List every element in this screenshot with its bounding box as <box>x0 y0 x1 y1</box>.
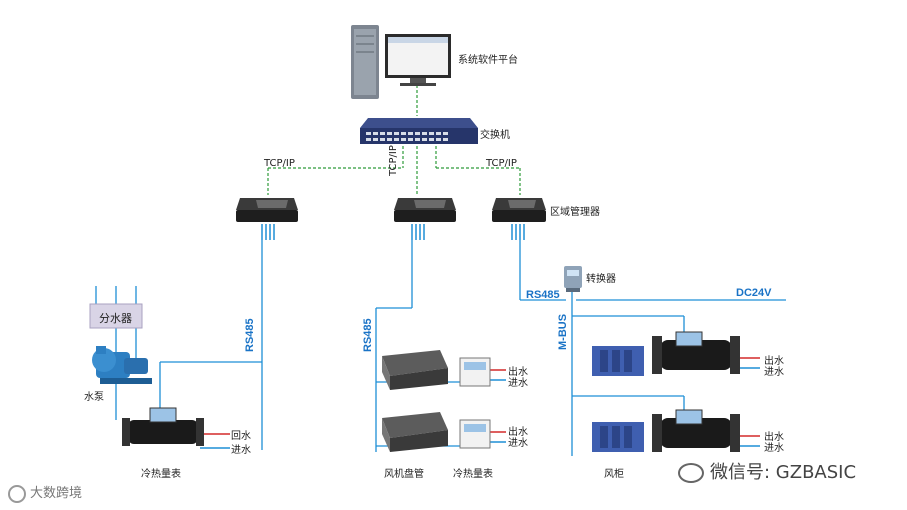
zone-manager-left <box>236 198 298 222</box>
outlet-water-label-5: 出水 <box>764 432 784 443</box>
zone-manager-middle <box>394 198 456 222</box>
bus-lines <box>95 240 786 456</box>
rs485-right-label: RS485 <box>526 289 560 301</box>
outlet-water-label-2: 出水 <box>508 367 528 378</box>
outlet-water-label-3: 出水 <box>508 427 528 438</box>
watermark-right: 微信号: GZBASIC <box>678 458 856 484</box>
inlet-water-label-2: 进水 <box>508 378 528 389</box>
rs485-left-label: RS485 <box>244 318 256 352</box>
outlet-water-label-4: 出水 <box>764 356 784 367</box>
zone-manager-label: 区域管理器 <box>550 207 600 218</box>
network-switch <box>360 118 478 144</box>
caption-meter-middle: 冷热量表 <box>453 469 493 480</box>
heat-meter-left <box>122 407 204 446</box>
switch-label: 交换机 <box>480 130 510 141</box>
dc24v-label: DC24V <box>736 287 772 299</box>
heat-meter-right-1 <box>652 331 740 374</box>
inlet-water-label-3: 进水 <box>508 438 528 449</box>
inlet-water-label-1: 进水 <box>231 445 251 456</box>
caption-ahu: 风柜 <box>604 469 624 480</box>
inlet-water-label-5: 进水 <box>764 443 784 454</box>
converter-device <box>564 266 582 292</box>
caption-fancoil: 风机盘管 <box>384 469 424 480</box>
watermark-left: 大数跨境 <box>8 482 82 503</box>
wechat-icon <box>678 463 704 483</box>
tcpip-left-label: TCP/IP <box>264 158 295 169</box>
air-handler-2 <box>592 422 644 452</box>
zone-manager-right <box>492 198 546 222</box>
inlet-water-label-4: 进水 <box>764 367 784 378</box>
mbus-label: M-BUS <box>557 313 569 350</box>
heat-meter-right-2 <box>652 409 740 452</box>
manager-pins <box>261 224 525 240</box>
heat-meter-middle-2 <box>459 419 491 449</box>
fan-coil-unit-1 <box>382 350 448 390</box>
caption-meter-left: 冷热量表 <box>141 469 181 480</box>
pump-label: 水泵 <box>84 392 104 403</box>
tcpip-right-label: TCP/IP <box>486 158 517 169</box>
distributor-label: 分水器 <box>99 312 132 325</box>
water-distributor <box>89 303 143 329</box>
water-pump <box>92 346 152 384</box>
converter-label: 转换器 <box>586 274 616 285</box>
platform-label: 系统软件平台 <box>458 55 518 66</box>
rs485-middle-label: RS485 <box>362 318 374 352</box>
monitor <box>385 34 451 86</box>
fan-coil-unit-2 <box>382 412 448 452</box>
return-water-label: 回水 <box>231 431 251 442</box>
heat-meter-middle-1 <box>459 357 491 387</box>
tcpip-network-lines <box>267 85 521 195</box>
tcpip-middle-label: TCP/IP <box>388 145 399 176</box>
air-handler-1 <box>592 346 644 376</box>
watermark-logo-icon <box>8 484 26 503</box>
server-tower <box>351 25 379 99</box>
